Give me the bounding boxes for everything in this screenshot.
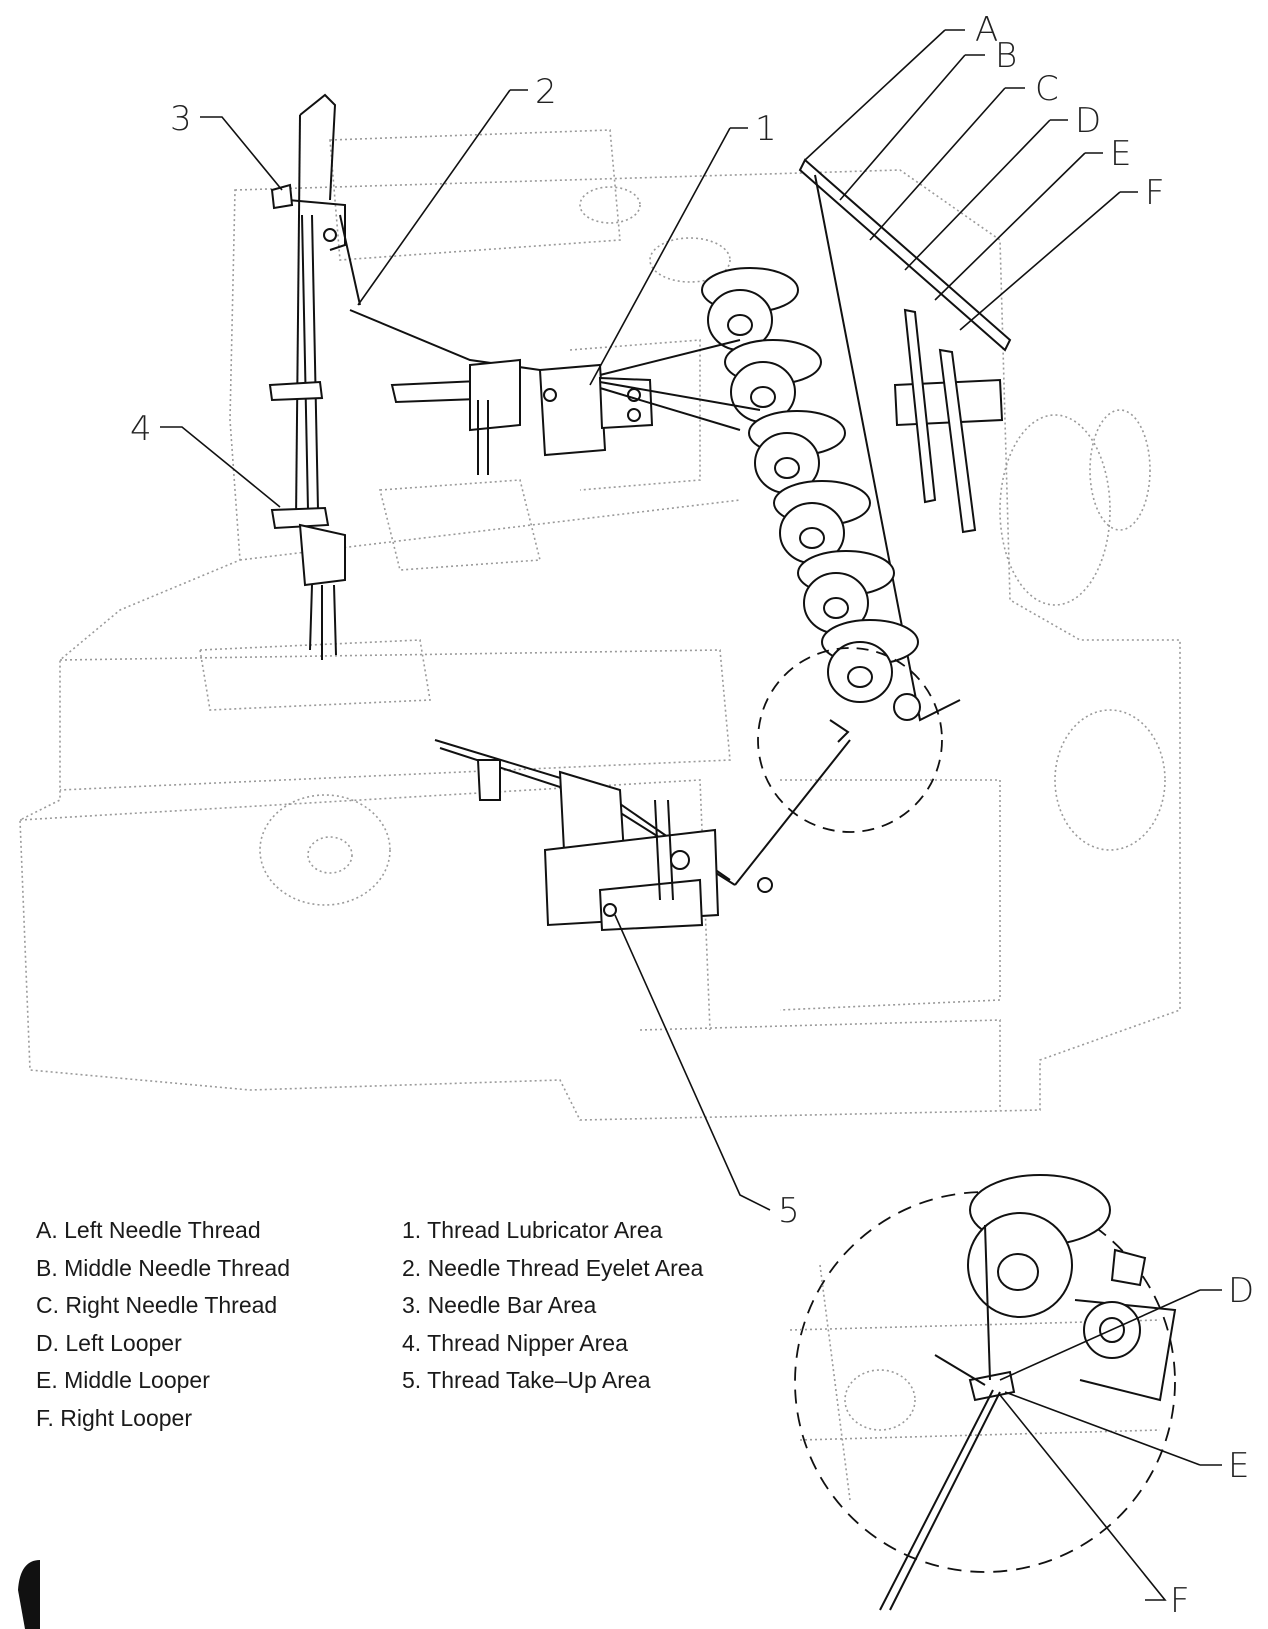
callout-E: E bbox=[1110, 134, 1131, 174]
needle-bar-assembly bbox=[268, 93, 541, 660]
callout-2: 2 bbox=[535, 72, 557, 112]
callout-5: 5 bbox=[778, 1191, 800, 1231]
callout-C: C bbox=[1035, 69, 1059, 109]
tension-dial-3 bbox=[748, 410, 846, 494]
inset-callout-F: F bbox=[1170, 1581, 1190, 1621]
callout-F: F bbox=[1145, 173, 1165, 213]
callout-A: A bbox=[975, 10, 998, 50]
inset-callout-E: E bbox=[1228, 1446, 1249, 1486]
legend-item: C. Right Needle Thread bbox=[36, 1292, 278, 1318]
tension-dial-5 bbox=[797, 550, 895, 634]
legend-item: F. Right Looper bbox=[36, 1404, 192, 1431]
leader-lines bbox=[160, 29, 1138, 1211]
legend-item: A. Left Needle Thread bbox=[36, 1217, 261, 1243]
legend-numbers: 1. Thread Lubricator Area 2. Needle Thre… bbox=[402, 1212, 703, 1400]
legend-item: B. Middle Needle Thread bbox=[36, 1254, 290, 1281]
legend-item: 4. Thread Nipper Area bbox=[402, 1329, 628, 1356]
callout-4: 4 bbox=[130, 409, 152, 449]
legend-item: 1. Thread Lubricator Area bbox=[402, 1217, 663, 1243]
tension-dial-2 bbox=[724, 339, 822, 423]
legend-item: D. Left Looper bbox=[36, 1329, 182, 1356]
legend-item: 5. Thread Take–Up Area bbox=[402, 1367, 651, 1393]
tension-dials bbox=[599, 158, 1012, 722]
tension-dial-4 bbox=[773, 480, 871, 564]
legend-item: 3. Needle Bar Area bbox=[402, 1292, 597, 1318]
detail-circle bbox=[757, 647, 943, 833]
thread-take-up bbox=[434, 739, 851, 932]
legend-item: 2. Needle Thread Eyelet Area bbox=[402, 1254, 704, 1281]
legend-letters: A. Left Needle Thread B. Middle Needle T… bbox=[36, 1212, 290, 1437]
inset-callout-D: D bbox=[1228, 1271, 1254, 1311]
tension-dial-6 bbox=[821, 619, 919, 703]
tension-dial-1 bbox=[701, 267, 799, 351]
legend-item: E. Middle Looper bbox=[36, 1367, 210, 1393]
callout-B: B bbox=[995, 36, 1017, 76]
corner-tab-mark bbox=[18, 1560, 40, 1629]
callout-1: 1 bbox=[755, 109, 777, 149]
callout-D: D bbox=[1075, 101, 1101, 141]
inset-detail bbox=[789, 1174, 1222, 1611]
callout-3: 3 bbox=[170, 99, 192, 139]
thread-lubricator bbox=[390, 358, 654, 475]
machine-body-outline bbox=[19, 129, 1181, 1121]
